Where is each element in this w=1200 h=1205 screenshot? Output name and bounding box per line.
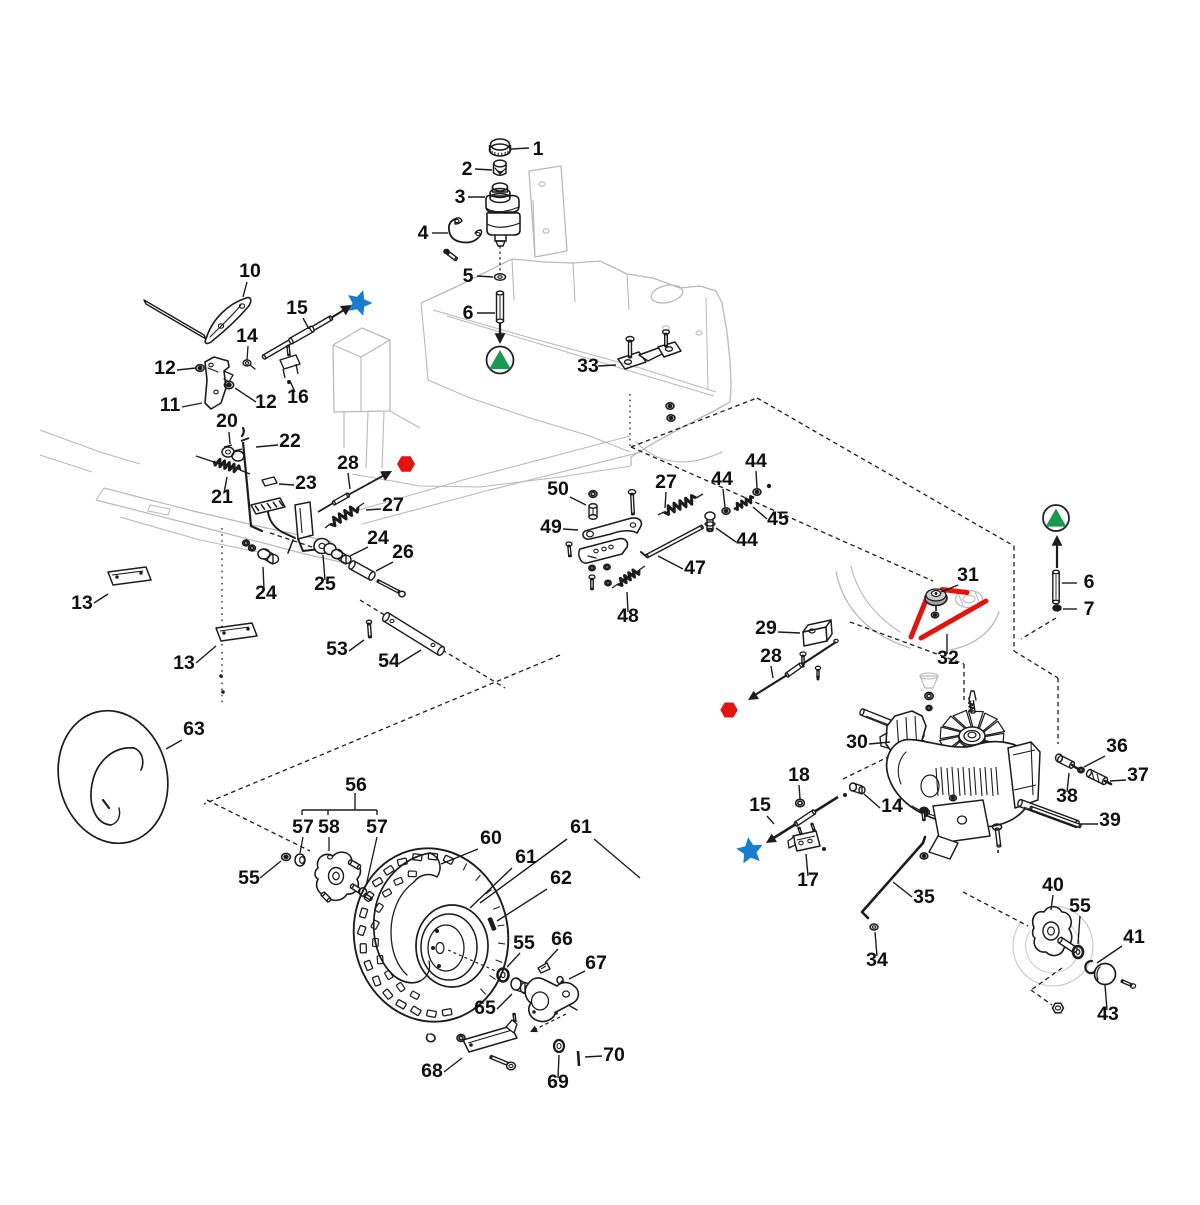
svg-text:26: 26 [392,541,414,563]
svg-text:27: 27 [655,471,677,493]
svg-text:25: 25 [314,573,336,595]
svg-text:7: 7 [1084,598,1095,620]
svg-text:50: 50 [547,478,569,500]
svg-text:68: 68 [421,1060,443,1082]
svg-text:14: 14 [236,325,258,347]
svg-text:63: 63 [183,718,205,740]
svg-text:65: 65 [474,997,496,1019]
svg-text:67: 67 [585,952,607,974]
svg-text:37: 37 [1127,764,1149,786]
svg-text:14: 14 [881,795,903,817]
svg-text:45: 45 [767,508,789,530]
svg-text:24: 24 [255,582,277,604]
svg-text:17: 17 [797,869,819,891]
svg-text:33: 33 [577,355,599,377]
svg-text:44: 44 [745,450,767,472]
svg-text:57: 57 [292,816,314,838]
svg-text:18: 18 [788,764,810,786]
svg-text:55: 55 [1069,895,1091,917]
svg-text:61: 61 [515,846,537,868]
svg-text:30: 30 [846,731,868,753]
svg-text:44: 44 [736,529,758,551]
svg-text:44: 44 [711,468,733,490]
svg-text:6: 6 [1084,571,1095,593]
svg-text:15: 15 [749,794,771,816]
svg-text:61: 61 [570,816,592,838]
svg-text:39: 39 [1099,809,1121,831]
svg-text:54: 54 [378,650,400,672]
svg-text:28: 28 [760,645,782,667]
svg-text:3: 3 [455,186,466,208]
svg-text:13: 13 [71,592,93,614]
svg-text:11: 11 [160,394,181,416]
svg-text:27: 27 [382,494,404,516]
svg-text:31: 31 [957,564,979,586]
svg-text:20: 20 [216,410,238,432]
svg-text:24: 24 [367,527,389,549]
svg-text:35: 35 [913,886,935,908]
svg-text:6: 6 [463,302,474,324]
svg-text:2: 2 [462,158,473,180]
svg-text:4: 4 [418,222,429,244]
svg-text:55: 55 [238,867,260,889]
svg-text:16: 16 [287,386,309,408]
svg-text:53: 53 [326,638,348,660]
svg-text:43: 43 [1097,1003,1119,1025]
svg-text:69: 69 [547,1071,569,1093]
svg-text:34: 34 [866,949,888,971]
svg-text:29: 29 [755,617,777,639]
svg-text:1: 1 [533,138,544,160]
svg-text:62: 62 [550,867,572,889]
svg-text:36: 36 [1106,735,1128,757]
svg-text:38: 38 [1056,785,1078,807]
svg-text:10: 10 [239,260,261,282]
svg-text:58: 58 [318,816,340,838]
svg-text:48: 48 [617,605,639,627]
svg-text:12: 12 [154,357,176,379]
svg-text:56: 56 [345,774,367,796]
svg-text:47: 47 [684,557,706,579]
svg-text:40: 40 [1042,874,1064,896]
svg-text:60: 60 [480,827,502,849]
svg-text:21: 21 [211,486,233,508]
svg-text:22: 22 [279,430,301,452]
svg-text:5: 5 [463,265,474,287]
svg-text:12: 12 [255,391,277,413]
svg-text:55: 55 [513,932,535,954]
svg-text:41: 41 [1123,926,1145,948]
svg-text:28: 28 [337,452,359,474]
svg-text:23: 23 [295,472,317,494]
svg-text:13: 13 [173,652,195,674]
svg-text:32: 32 [937,647,959,669]
svg-text:15: 15 [286,297,308,319]
svg-text:49: 49 [540,516,562,538]
svg-text:66: 66 [551,928,573,950]
svg-text:57: 57 [366,816,388,838]
svg-text:70: 70 [603,1044,625,1066]
